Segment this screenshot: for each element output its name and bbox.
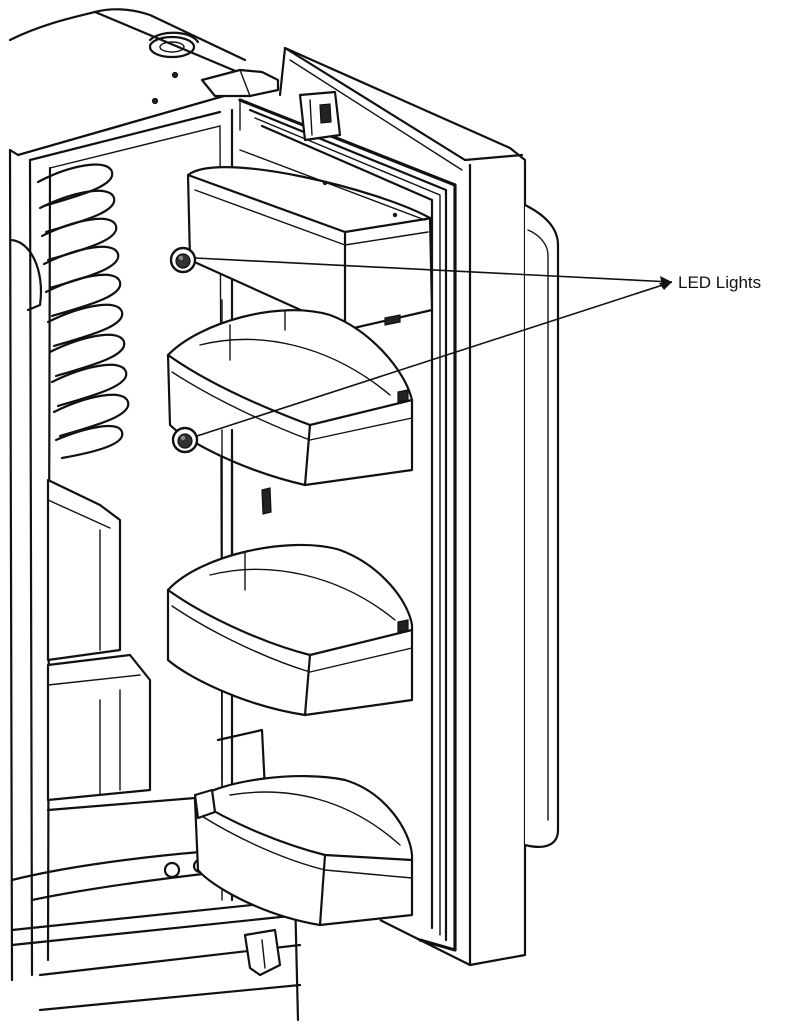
led-light-upper (169, 246, 197, 274)
callout-leader-lines (194, 257, 673, 437)
dairy-bin (186, 149, 434, 332)
callout-label: LED Lights (678, 273, 761, 292)
led-light-lower (171, 426, 199, 454)
evaporator-coils (36, 163, 130, 460)
door-liner-rails (216, 428, 272, 801)
door-bin-3 (193, 775, 414, 927)
crisper-drawers (46, 478, 197, 812)
door-bin-2 (166, 543, 414, 717)
door-bin-1 (166, 309, 414, 487)
